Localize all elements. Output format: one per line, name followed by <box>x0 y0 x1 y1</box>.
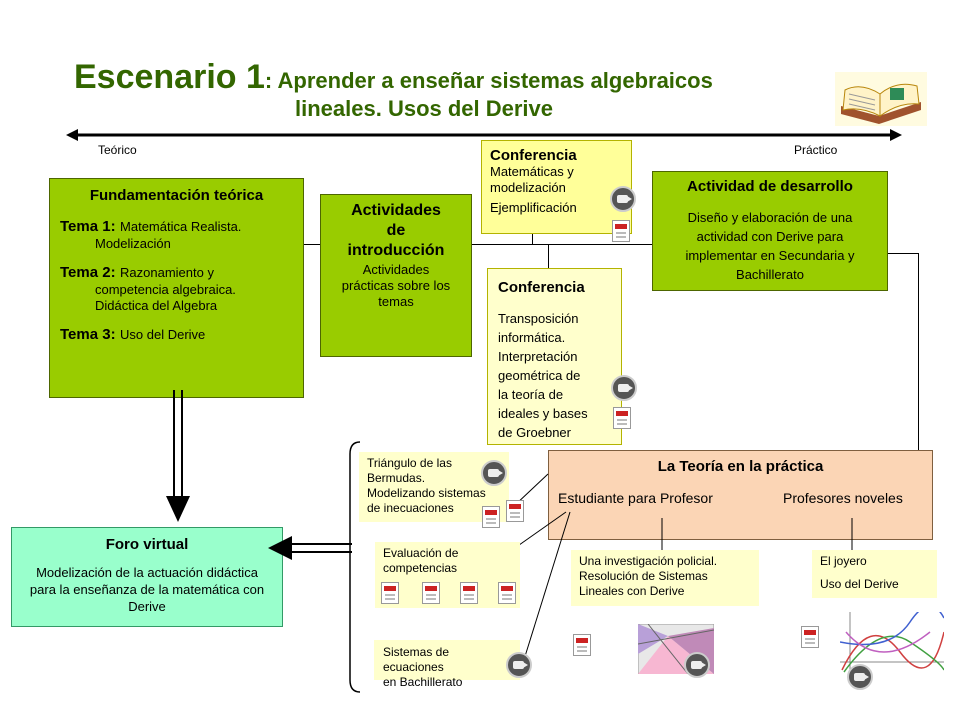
conferencia-2-line: ideales y bases <box>498 406 588 421</box>
conferencia-1-line2: modelización <box>490 180 566 195</box>
conferencia-2-line: la teoría de <box>498 387 564 402</box>
fundamentacion-teorica-box: Fundamentación teórica Tema 1: Matemátic… <box>49 178 304 398</box>
sistemas-line: Sistemas de ecuaciones <box>383 645 450 674</box>
introduccion-title-line3: introducción <box>347 242 445 259</box>
teoria-title: La Teoría en la práctica <box>657 458 824 475</box>
desarrollo-text: Diseño y elaboración de una actividad co… <box>685 210 855 282</box>
resource-investigacion[interactable]: Una investigación policial. Resolución d… <box>571 550 759 606</box>
sistemas-line: en Bachillerato <box>383 675 463 689</box>
foro-text: Modelización de la actuación didáctica p… <box>29 565 265 614</box>
tema-3-label: Tema 3: <box>60 326 116 343</box>
teoria-left: Estudiante para Profesor <box>558 490 713 506</box>
foro-title: Foro virtual <box>105 536 189 553</box>
conferencia-2-line: geométrica de <box>498 368 581 383</box>
tema-1-text-line2: Modelización <box>95 236 171 251</box>
conferencia-2-line: Transposición <box>498 311 579 326</box>
pdf-file-icon[interactable] <box>506 500 524 522</box>
joyero-graph-thumbnail[interactable] <box>840 612 944 674</box>
investigacion-line: Lineales con Derive <box>579 584 685 598</box>
video-camera-icon[interactable] <box>847 664 873 690</box>
foro-virtual-box: Foro virtual Modelización de la actuació… <box>11 527 283 627</box>
pdf-file-icon[interactable] <box>381 582 399 604</box>
pdf-file-icon[interactable] <box>612 220 630 242</box>
pdf-file-icon[interactable] <box>422 582 440 604</box>
title-subtitle-line1: : Aprender a enseñar sistemas algebraico… <box>264 68 713 93</box>
tema-2-label: Tema 2: <box>60 264 116 281</box>
tema-3: Tema 3: Uso del Derive <box>60 326 293 344</box>
pdf-file-icon[interactable] <box>801 626 819 648</box>
triangulo-line: de inecuaciones <box>367 501 454 515</box>
triangulo-line: Modelizando sistemas <box>367 486 486 500</box>
conferencia-2-line: informática. <box>498 330 566 345</box>
tema-3-text-line1: Uso del Derive <box>120 327 206 342</box>
connector-line <box>303 244 320 245</box>
investigacion-line: Resolución de Sistemas <box>579 569 708 583</box>
desarrollo-title: Actividad de desarrollo <box>687 178 853 195</box>
tema-2: Tema 2: Razonamiento y competencia algeb… <box>60 264 293 314</box>
introduccion-text: Actividades prácticas sobre los temas <box>341 262 451 309</box>
resource-evaluacion[interactable]: Evaluación de competencias <box>375 542 520 608</box>
conferencia-2-title: Conferencia <box>498 279 585 296</box>
tema-1: Tema 1: Matemática Realista. Modelizació… <box>60 218 293 252</box>
theory-practice-axis-arrow <box>66 129 902 141</box>
axis-right-label: Práctico <box>794 143 838 157</box>
book-icon <box>835 72 927 126</box>
introduccion-title-line2: de <box>386 222 406 239</box>
actividad-desarrollo-box: Actividad de desarrollo Diseño y elabora… <box>652 171 888 291</box>
resources-bracket <box>349 441 361 693</box>
pdf-file-icon[interactable] <box>482 506 500 528</box>
introduccion-title-line1: Actividades <box>351 202 441 219</box>
tema-1-text-line1: Matemática Realista. <box>120 219 242 234</box>
evaluacion-line: Evaluación de <box>383 546 459 560</box>
conferencia-2-lines: Transposición informática. Interpretació… <box>498 309 611 442</box>
connector-line <box>532 233 533 245</box>
conferencia-2-box: Conferencia Transposición informática. I… <box>487 268 622 445</box>
actividades-introduccion-box: Actividades de introducción Actividades … <box>320 194 472 357</box>
teoria-right: Profesores noveles <box>783 490 903 506</box>
tema-1-label: Tema 1: <box>60 218 116 235</box>
connector-line <box>548 244 549 268</box>
conferencia-1-box: Conferencia Matemáticas y modelización E… <box>481 140 632 234</box>
resource-joyero[interactable]: El joyero Uso del Derive <box>812 550 937 598</box>
arrow-down-to-foro <box>166 390 190 522</box>
connector-line <box>472 244 652 245</box>
triangulo-line: Triángulo de las <box>367 456 452 470</box>
conferencia-1-title: Conferencia <box>490 147 577 164</box>
pdf-file-icon[interactable] <box>613 407 631 429</box>
pdf-file-icon[interactable] <box>573 634 591 656</box>
title-main: Escenario 1 <box>74 58 265 96</box>
joyero-line1: El joyero <box>820 554 867 568</box>
video-camera-icon[interactable] <box>611 375 637 401</box>
connector-line <box>888 253 918 254</box>
tema-2-text-line1: Razonamiento y <box>120 265 214 280</box>
fundamentacion-title: Fundamentación teórica <box>89 187 264 204</box>
connector-line <box>918 253 919 450</box>
tema-2-text-line2: competencia algebraica. <box>95 282 236 297</box>
pdf-file-icon[interactable] <box>498 582 516 604</box>
arrow-left-to-foro <box>268 536 352 560</box>
page-title: Escenario 1: Aprender a enseñar sistemas… <box>74 58 834 128</box>
triangulo-line: Bermudas. <box>367 471 426 485</box>
title-subtitle-line2: lineales. Usos del Derive <box>295 96 554 121</box>
investigacion-line: Una investigación policial. <box>579 554 718 568</box>
resource-sistemas[interactable]: Sistemas de ecuaciones en Bachillerato <box>374 640 520 689</box>
video-camera-icon[interactable] <box>684 652 710 678</box>
joyero-line2: Uso del Derive <box>820 577 899 591</box>
conferencia-2-line: de Groebner <box>498 425 571 440</box>
axis-left-label: Teórico <box>98 143 137 157</box>
pdf-file-icon[interactable] <box>460 582 478 604</box>
tema-2-text-line3: Didáctica del Algebra <box>95 298 218 313</box>
conferencia-1-line1: Matemáticas y <box>490 164 574 179</box>
conferencia-1-line3: Ejemplificación <box>490 200 577 215</box>
evaluacion-line: competencias <box>383 561 458 575</box>
teoria-practica-box: La Teoría en la práctica Estudiante para… <box>548 450 933 540</box>
conferencia-2-line: Interpretación <box>498 349 578 364</box>
video-camera-icon[interactable] <box>610 186 636 212</box>
video-camera-icon[interactable] <box>506 652 532 678</box>
video-camera-icon[interactable] <box>481 460 507 486</box>
